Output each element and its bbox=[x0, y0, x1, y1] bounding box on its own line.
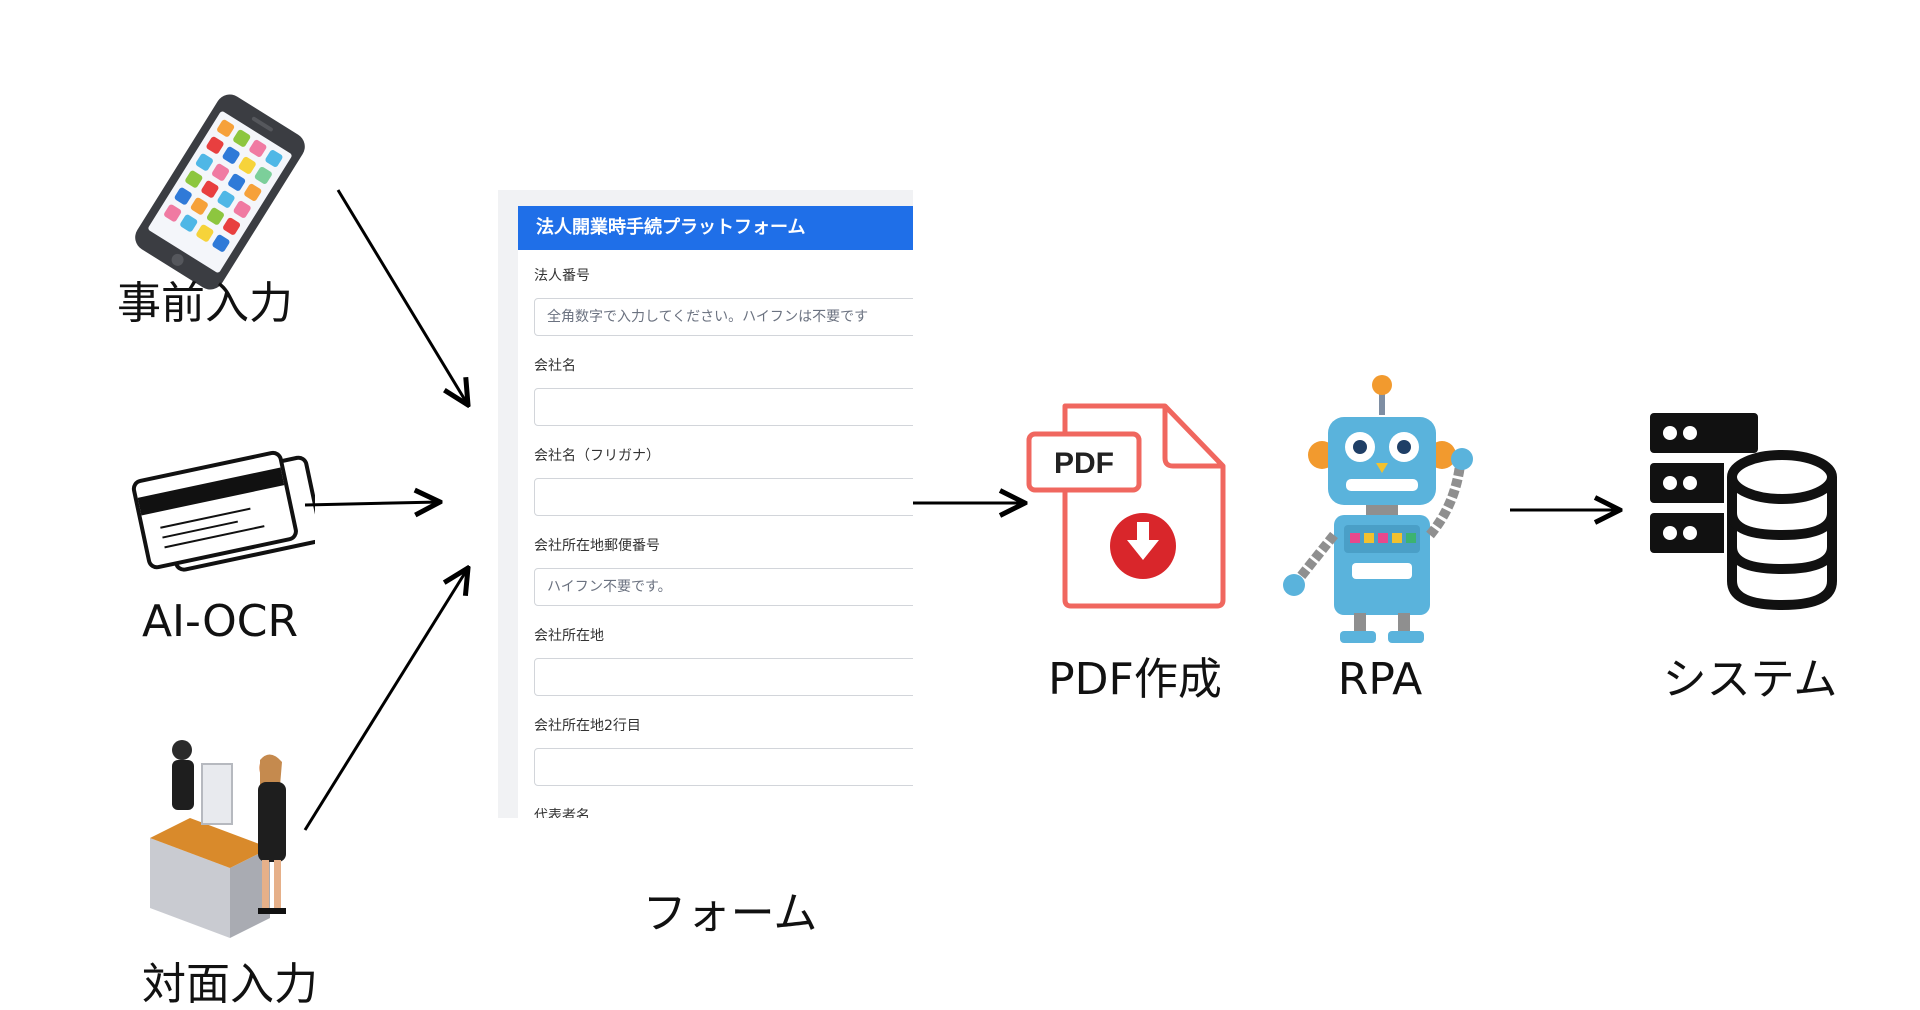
address-line2-input[interactable] bbox=[534, 748, 913, 786]
form-field-postal-code: 会社所在地郵便番号 ハイフン不要です。 bbox=[534, 536, 913, 606]
system-caption: システム bbox=[1662, 654, 1838, 705]
source-label-counter-input: 対面入力 bbox=[142, 959, 318, 1010]
form-field-label: 会社名 bbox=[534, 358, 576, 374]
form-field-label: 会社所在地郵便番号 bbox=[534, 538, 660, 554]
pdf-badge-text: PDF bbox=[1054, 447, 1114, 480]
form-field-label: 会社所在地 bbox=[534, 628, 604, 644]
form-header: 法人開業時手続プラットフォーム bbox=[518, 206, 913, 250]
arrow-pre-input-to-form bbox=[336, 189, 468, 405]
server-database-icon bbox=[1650, 413, 1840, 611]
form-field-address: 会社所在地 bbox=[534, 626, 913, 696]
form-field-label: 会社名（フリガナ） bbox=[534, 448, 660, 464]
form-field-address-line2: 会社所在地2行目 bbox=[534, 716, 913, 786]
form-panel: 法人開業時手続プラットフォーム 法人番号 全角数字で入力してください。ハイフンは… bbox=[518, 206, 913, 818]
robot-icon bbox=[1283, 375, 1473, 643]
form-field-corporate-number: 法人番号 全角数字で入力してください。ハイフンは不要です bbox=[534, 266, 913, 336]
card-document-icon bbox=[131, 450, 315, 572]
form-field-label: 法人番号 bbox=[534, 268, 590, 284]
rpa-caption: RPA bbox=[1337, 654, 1423, 705]
smartphone-icon bbox=[135, 94, 305, 290]
source-label-pre-input: 事前入力 bbox=[117, 278, 293, 329]
form-field-label: 会社所在地2行目 bbox=[534, 718, 641, 734]
form-field-representative: 代表者名 bbox=[534, 806, 913, 818]
form-field-company-name: 会社名 bbox=[534, 356, 913, 426]
postal-code-input[interactable]: ハイフン不要です。 bbox=[534, 568, 913, 606]
company-name-kana-input[interactable] bbox=[534, 478, 913, 516]
form-screenshot: 法人開業時手続プラットフォーム 法人番号 全角数字で入力してください。ハイフンは… bbox=[498, 190, 913, 818]
company-name-input[interactable] bbox=[534, 388, 913, 426]
source-label-ai-ocr: AI-OCR bbox=[141, 596, 299, 647]
form-field-label: 代表者名 bbox=[534, 808, 590, 818]
form-field-company-name-kana: 会社名（フリガナ） bbox=[534, 446, 913, 516]
pdf-caption: PDF作成 bbox=[1048, 654, 1222, 705]
arrow-ocr-to-form bbox=[304, 502, 440, 505]
pdf-download-icon: PDF bbox=[1026, 403, 1226, 609]
corporate-number-input[interactable]: 全角数字で入力してください。ハイフンは不要です bbox=[534, 298, 913, 336]
address-input[interactable] bbox=[534, 658, 913, 696]
form-caption: フォーム bbox=[642, 888, 818, 939]
reception-counter-icon bbox=[150, 740, 286, 938]
